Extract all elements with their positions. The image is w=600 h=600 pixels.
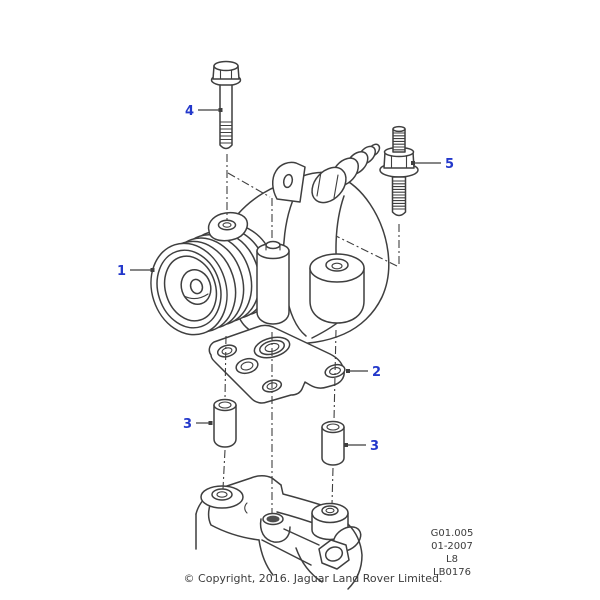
callout-2-label[interactable]: 2 xyxy=(372,365,381,380)
callout-4-label[interactable]: 4 xyxy=(185,104,194,119)
dowel-right-part[interactable] xyxy=(321,420,345,466)
assembly-centerlines xyxy=(222,154,400,513)
callout-3-left[interactable]: 3 xyxy=(183,417,213,432)
reference-model-code: L8 xyxy=(446,554,458,565)
callout-4[interactable]: 4 xyxy=(185,104,223,119)
callout-5[interactable]: 5 xyxy=(411,157,454,172)
pump-mount-boss xyxy=(309,253,365,324)
bolt-part[interactable] xyxy=(210,60,242,150)
pump-bracket-tab xyxy=(272,161,306,203)
engine-block-part[interactable] xyxy=(195,475,365,590)
pump-outlet-fitting xyxy=(311,143,381,204)
reference-date-code: 01-2007 xyxy=(431,541,473,552)
copyright-notice: © Copyright, 2016. Jaguar Land Rover Lim… xyxy=(184,572,443,585)
stud-part[interactable] xyxy=(379,125,419,217)
reference-block: G01.005 01-2007 L8 LB0176 xyxy=(431,528,474,578)
callout-3-left-label[interactable]: 3 xyxy=(183,417,192,432)
reference-sheet-code: LB0176 xyxy=(433,567,471,578)
callout-3-right[interactable]: 3 xyxy=(344,439,379,454)
dowel-left-part[interactable] xyxy=(213,398,237,448)
callout-5-label[interactable]: 5 xyxy=(445,157,454,172)
callout-1[interactable]: 1 xyxy=(117,264,155,279)
callout-1-label[interactable]: 1 xyxy=(117,264,126,279)
reference-figure-code: G01.005 xyxy=(431,528,474,539)
callout-3-right-label[interactable]: 3 xyxy=(370,439,379,454)
pump-ear-boss xyxy=(207,211,249,242)
callout-2[interactable]: 2 xyxy=(346,365,381,380)
pulley-part[interactable] xyxy=(139,215,286,345)
pump-inlet-tube xyxy=(256,240,290,325)
